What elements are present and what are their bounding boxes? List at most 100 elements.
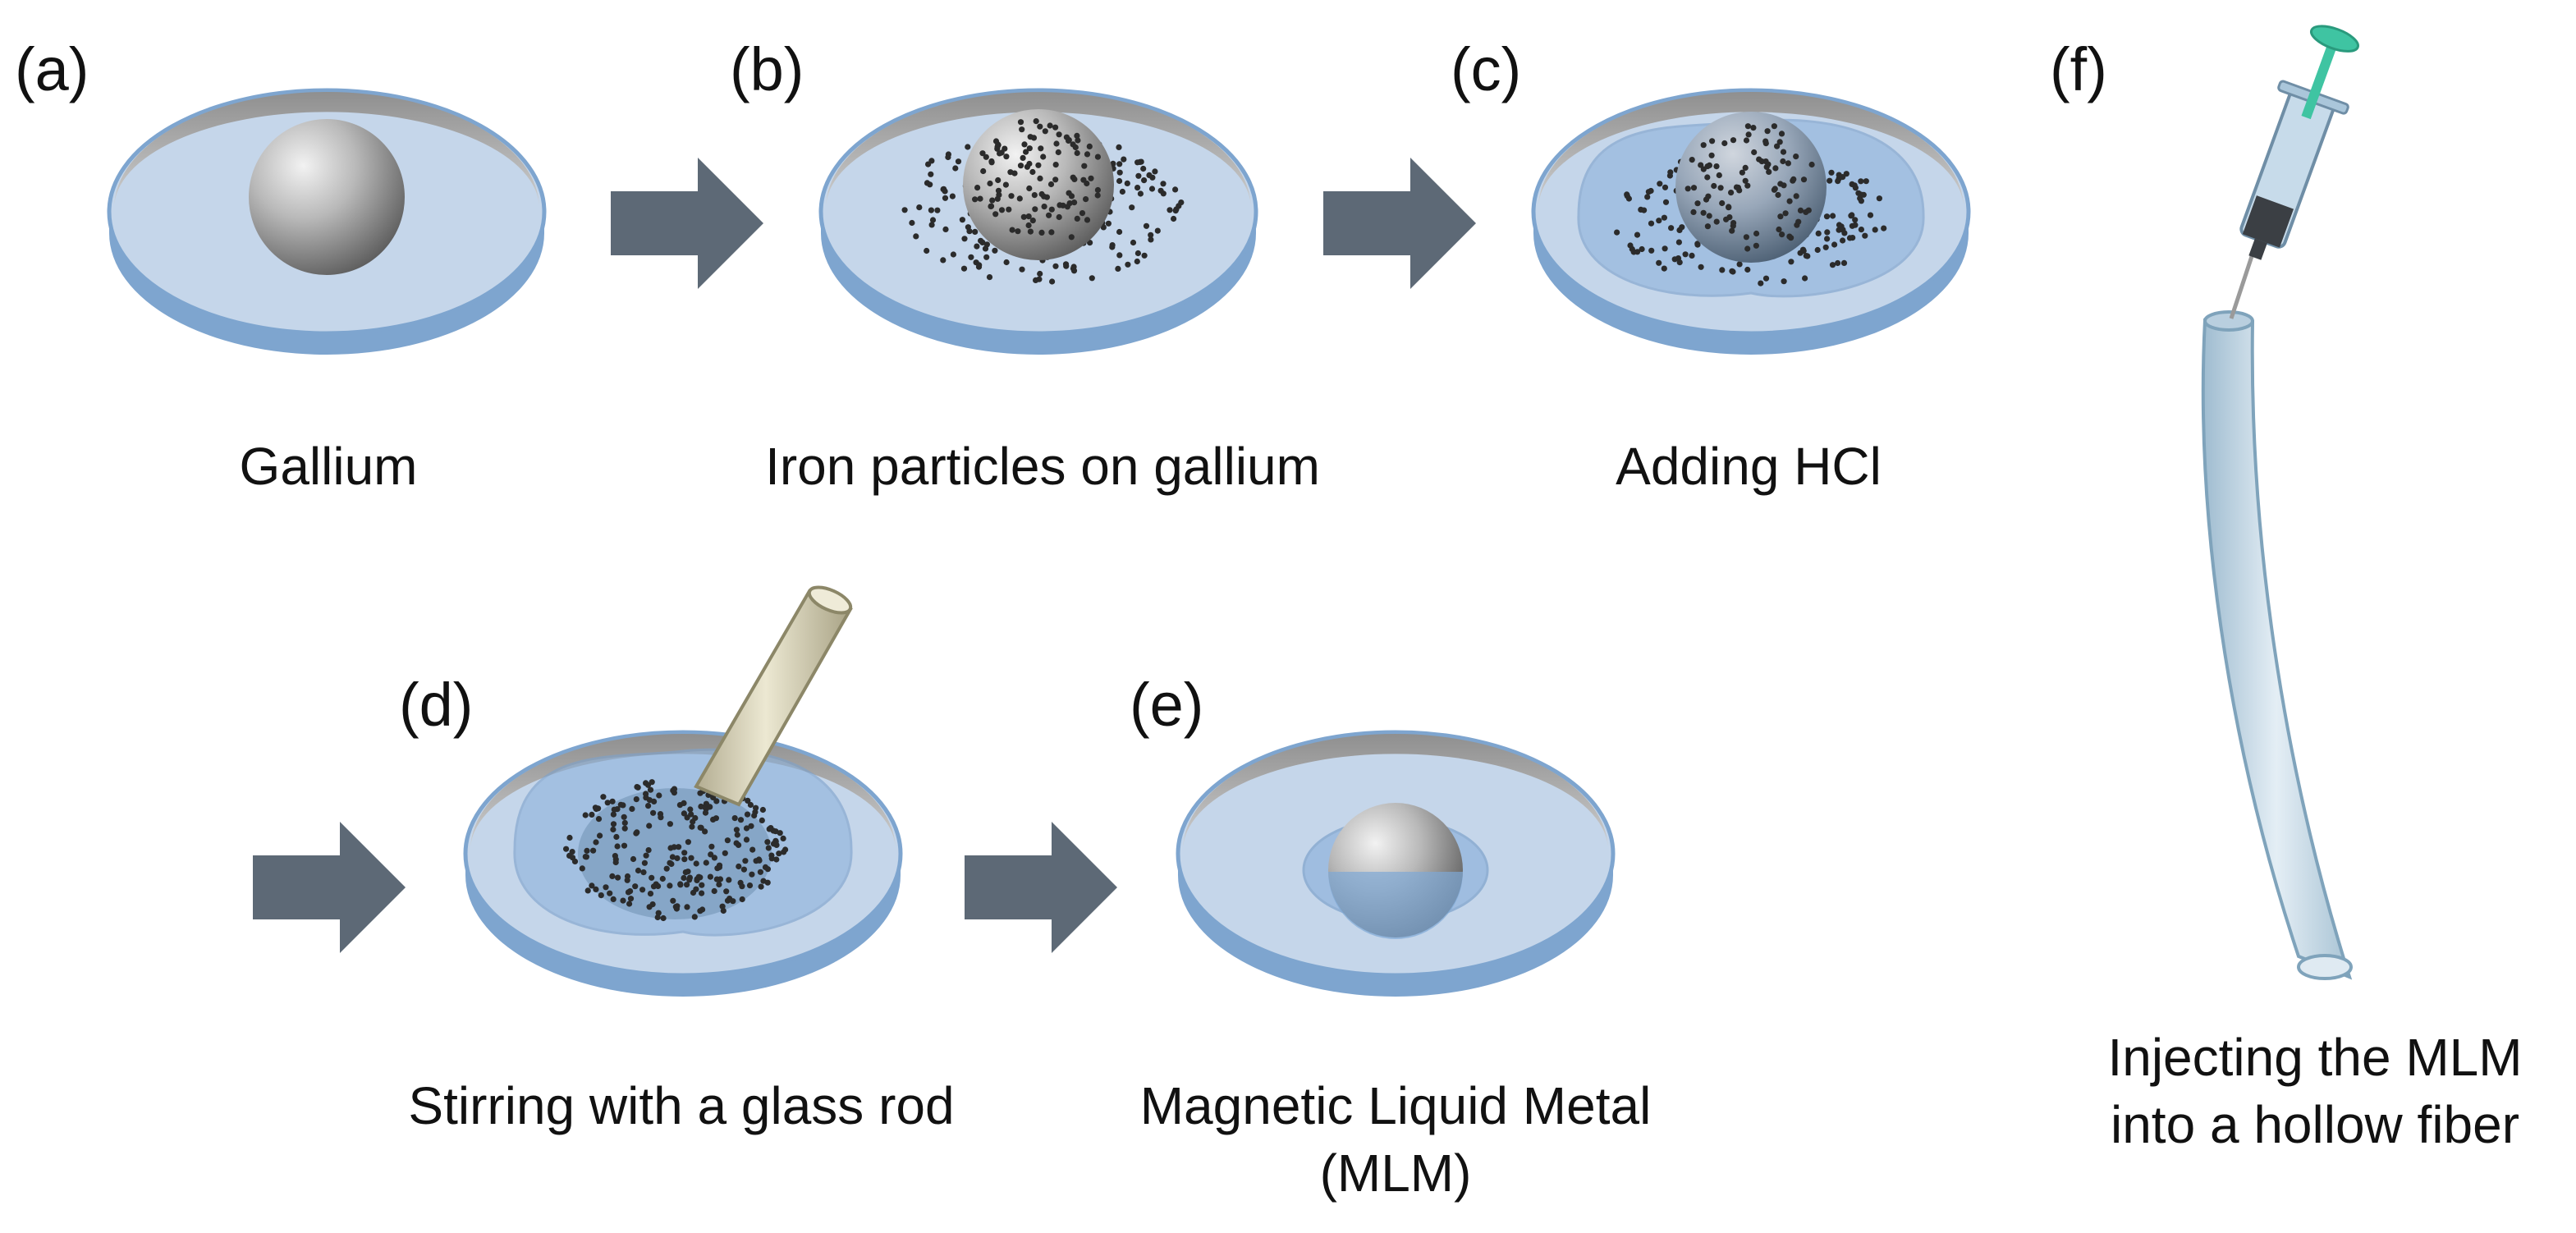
iron-particle xyxy=(699,890,705,896)
iron-particle xyxy=(1046,212,1052,218)
iron-particle xyxy=(1094,186,1101,194)
iron-particle xyxy=(626,901,633,907)
petri-dish-c xyxy=(1531,88,1971,355)
iron-particle xyxy=(1066,200,1073,207)
iron-particle xyxy=(1829,262,1836,268)
iron-particle xyxy=(600,794,607,800)
iron-particle xyxy=(1152,168,1158,175)
iron-particle xyxy=(669,854,676,860)
iron-particle xyxy=(1639,245,1645,253)
iron-particle xyxy=(1704,163,1711,170)
iron-particle xyxy=(1676,259,1683,266)
iron-particle xyxy=(1029,168,1036,176)
iron-particle xyxy=(1803,209,1809,215)
iron-particle xyxy=(1719,267,1726,273)
iron-particle xyxy=(681,850,688,856)
iron-particle xyxy=(1094,154,1101,160)
iron-particle xyxy=(1684,186,1691,192)
iron-particle xyxy=(742,858,749,864)
iron-particle xyxy=(1793,154,1799,160)
iron-particle xyxy=(1862,232,1868,239)
iron-particle xyxy=(684,814,690,821)
panel-label-c: (c) xyxy=(1451,35,1522,103)
iron-particle xyxy=(746,882,754,889)
iron-particle xyxy=(1074,149,1080,157)
iron-particle xyxy=(979,150,986,157)
iron-particle xyxy=(629,805,635,813)
iron-particle xyxy=(1105,220,1112,227)
iron-particle xyxy=(1700,142,1707,149)
iron-particle xyxy=(595,816,603,823)
iron-particle xyxy=(1662,184,1669,190)
iron-particle xyxy=(1788,259,1794,265)
iron-particle xyxy=(995,187,1002,194)
iron-particle xyxy=(639,887,646,893)
iron-particle xyxy=(1116,228,1123,236)
iron-particle xyxy=(589,811,595,818)
iron-particle xyxy=(1742,164,1749,171)
iron-particle xyxy=(698,803,704,810)
iron-particle xyxy=(1017,163,1024,169)
iron-particle xyxy=(1846,235,1854,241)
syringe-and-fiber xyxy=(2201,25,2359,980)
iron-particle xyxy=(929,217,937,223)
iron-particle xyxy=(693,860,699,867)
caption-e-line2: (MLM) xyxy=(1319,1144,1472,1203)
iron-particle xyxy=(986,274,993,281)
iron-particle xyxy=(760,878,767,884)
iron-particle xyxy=(1020,154,1026,161)
iron-particle xyxy=(672,904,679,910)
iron-particle xyxy=(1021,141,1028,148)
iron-particle xyxy=(688,855,694,861)
iron-particle xyxy=(780,835,786,841)
iron-particle xyxy=(1790,176,1797,182)
iron-particle xyxy=(1648,220,1655,227)
iron-particle xyxy=(667,882,673,889)
iron-particle xyxy=(1134,185,1141,191)
iron-particle xyxy=(1143,222,1150,229)
iron-particle xyxy=(977,195,983,202)
iron-particle xyxy=(1694,241,1701,248)
iron-particle xyxy=(716,862,723,869)
iron-particle xyxy=(998,207,1006,213)
iron-particle xyxy=(722,850,728,856)
iron-particle xyxy=(756,857,763,864)
iron-particle xyxy=(681,810,688,817)
fiber-end xyxy=(2297,954,2353,980)
iron-particle xyxy=(1858,191,1864,198)
iron-particle xyxy=(1774,143,1781,149)
iron-particle xyxy=(1729,227,1735,234)
iron-particle xyxy=(987,180,993,187)
iron-particle xyxy=(965,144,971,150)
iron-particle xyxy=(655,910,662,916)
iron-particle xyxy=(1157,187,1164,194)
iron-particle xyxy=(782,846,789,853)
iron-particle xyxy=(1835,259,1841,267)
iron-particle xyxy=(579,865,585,872)
iron-particle xyxy=(1782,210,1789,217)
iron-particle xyxy=(1800,248,1807,254)
iron-particle xyxy=(1728,190,1735,196)
iron-particle xyxy=(699,882,705,888)
iron-particle xyxy=(1758,280,1764,286)
iron-particle xyxy=(632,883,639,890)
iron-particle xyxy=(726,877,732,883)
iron-particle xyxy=(1063,263,1070,269)
iron-particle xyxy=(994,195,1001,202)
iron-particle xyxy=(1032,206,1038,213)
iron-particle xyxy=(928,171,934,177)
iron-particle xyxy=(1071,176,1078,182)
iron-particle xyxy=(1753,230,1760,237)
iron-particle xyxy=(1074,132,1080,139)
iron-particle xyxy=(1713,163,1720,170)
iron-particle xyxy=(734,832,740,838)
iron-particle xyxy=(974,185,981,191)
gallium-droplet xyxy=(1675,112,1827,263)
iron-particle xyxy=(983,154,989,160)
iron-particle xyxy=(710,816,717,823)
iron-particle xyxy=(1682,251,1689,258)
iron-particle xyxy=(966,228,973,235)
iron-particle xyxy=(1723,216,1730,222)
iron-particle xyxy=(1052,176,1059,183)
